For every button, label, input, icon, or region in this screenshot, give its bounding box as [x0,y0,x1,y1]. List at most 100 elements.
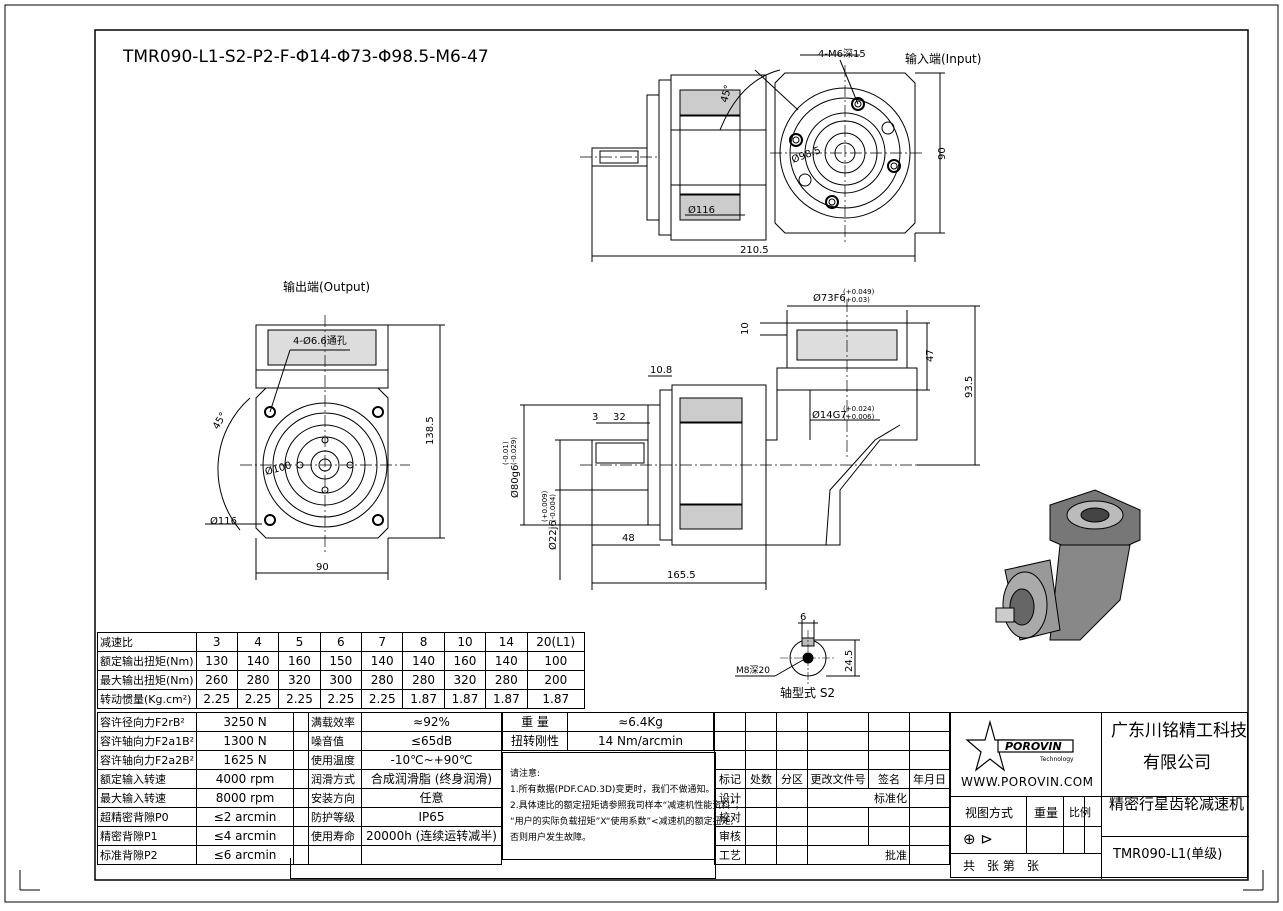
spec-label: 使用寿命 [308,826,363,846]
notes-block: 请注意: 1.所有数据(PDF.CAD.3D)变更时，我们不做通知。 2.具体速… [510,766,744,846]
top-view [580,54,945,262]
revision-cell-approve: 批准 [807,845,910,865]
dim-output-pcd: Ø100 [264,459,293,478]
shaft-detail [735,620,860,686]
ratio-cell: 2.25 [236,689,280,709]
ratio-cell: 140 [485,651,528,671]
side-view [520,300,980,590]
spec-label: 精密背隙P1 [96,826,198,846]
drawing-title: TMR090-L1-S2-P2-F-Φ14-Φ73-Φ98.5-M6-47 [122,47,489,67]
ratio-header-cell: 7 [361,632,404,652]
ratio-header-cell: 6 [319,632,363,652]
dim-side-80-tol-upper: (-0.01) [502,441,510,465]
ratio-header-row: 减速比 3 4 5 6 7 8 10 14 20(L1) [97,632,586,652]
ratio-header-cell: 8 [402,632,445,652]
website: WWW.POROVIN.COM [961,775,1094,789]
dim-top-angle: 45° [719,84,734,104]
ratio-cell: 转动惯量(Kg.cm²) [97,689,197,709]
title-divider [1101,836,1249,837]
table-row [714,731,950,751]
table-row: 转动惯量(Kg.cm²) 2.25 2.25 2.25 2.25 2.25 1.… [97,689,586,709]
ratio-cell: 160 [278,651,321,671]
bottom-border [290,858,716,879]
ratio-cell: 320 [443,670,487,690]
spec-label: 最大输入转速 [96,788,198,808]
ratio-cell: 1.87 [485,689,528,709]
table-row [714,750,950,770]
notes-line: 否则用户发生故障。 [510,833,592,843]
logo-text: POROVIN [1005,740,1062,753]
dim-side-bore-tol-upper: (+0.049) [843,288,875,296]
stiffness-label: 扭转刚性 [502,731,568,751]
ratio-cell: 280 [236,670,280,690]
sheet-count: 共 张 第 张 [963,859,1039,873]
dim-output-dia: Ø116 [210,515,237,527]
spec-value: 3250 N [196,712,295,732]
spec-value: 1625 N [196,750,295,770]
ratio-cell: 200 [526,670,586,690]
dim-side-shaft: Ø14G7 [812,409,847,421]
dim-side-48: 48 [622,533,635,544]
revision-header: 分区 [776,769,808,789]
table-row [714,712,950,732]
spec-value: ≈92% [361,712,502,732]
spec-value: ≤2 arcmin [196,807,295,827]
dim-side-165: 165.5 [667,570,696,581]
porovin-logo [965,719,1074,772]
weight-label-cell: 重量 [1034,806,1059,820]
product-name: 精密行星齿轮减速机 [1109,795,1245,813]
dim-top-holes: 4-M6深15 [818,48,866,60]
dim-side-80-tol-lower: (-0.029) [510,437,518,465]
input-label: 输入端(Input) [905,51,981,66]
dim-top-dia: Ø116 [688,204,715,216]
ratio-table: 减速比 3 4 5 6 7 8 10 14 20(L1) 额定输出扭矩(Nm) … [97,632,586,709]
spec-value: IP65 [361,807,502,827]
spec-value: 合成润滑脂 (终身润滑) [361,769,502,789]
spec-value: 20000h (连续运转减半) [361,826,502,846]
spec-label: 安装方向 [308,788,363,808]
spec-value: 任意 [361,788,502,808]
dim-side-3: 3 [592,412,598,423]
spec-label: 容许轴向力F2a2B² [96,750,198,770]
ratio-cell: 额定输出扭矩(Nm) [97,651,197,671]
ratio-cell: 140 [402,651,445,671]
title-divider [1084,796,1085,853]
revision-cell-design: 设计 [714,788,746,808]
dim-side-22-tol-upper: (+0.009) [541,490,549,522]
revision-cell-check: 校对 [714,807,746,827]
stiffness-value: 14 Nm/arcmin [567,731,714,751]
ratio-header-cell: 4 [236,632,280,652]
dim-side-10: 10 [740,322,751,335]
dim-side-10-8: 10.8 [650,365,672,376]
spec-label: 使用温度 [308,750,363,770]
ratio-cell: 300 [319,670,363,690]
spec-label: 超精密背隙P0 [96,807,198,827]
view-method: 视图方式 [965,806,1014,820]
ratio-header-cell: 5 [278,632,321,652]
spec-value: 8000 rpm [196,788,295,808]
ratio-cell: 280 [402,670,445,690]
spec-value: -10℃~+90℃ [361,750,502,770]
dim-side-shaft-tol-upper: (+0.024) [843,405,875,413]
ratio-cell: 150 [319,651,363,671]
ratio-cell: 2.25 [319,689,363,709]
revision-header: 年月日 [909,769,950,789]
company-line2: 有限公司 [1143,753,1211,773]
dim-side-22-tol-lower: (-0.004) [549,494,557,522]
spec-label: 容许径向力F2rB² [96,712,198,732]
ratio-cell: 260 [195,670,238,690]
spec-label: 噪音值 [308,731,363,751]
inner-border [94,29,1249,881]
ratio-cell: 160 [443,651,487,671]
table-row: 工艺批准 [714,845,950,865]
ratio-header-cell: 20(L1) [526,632,586,652]
spec-value: 1300 N [196,731,295,751]
dim-side-93: 93.5 [964,376,975,398]
